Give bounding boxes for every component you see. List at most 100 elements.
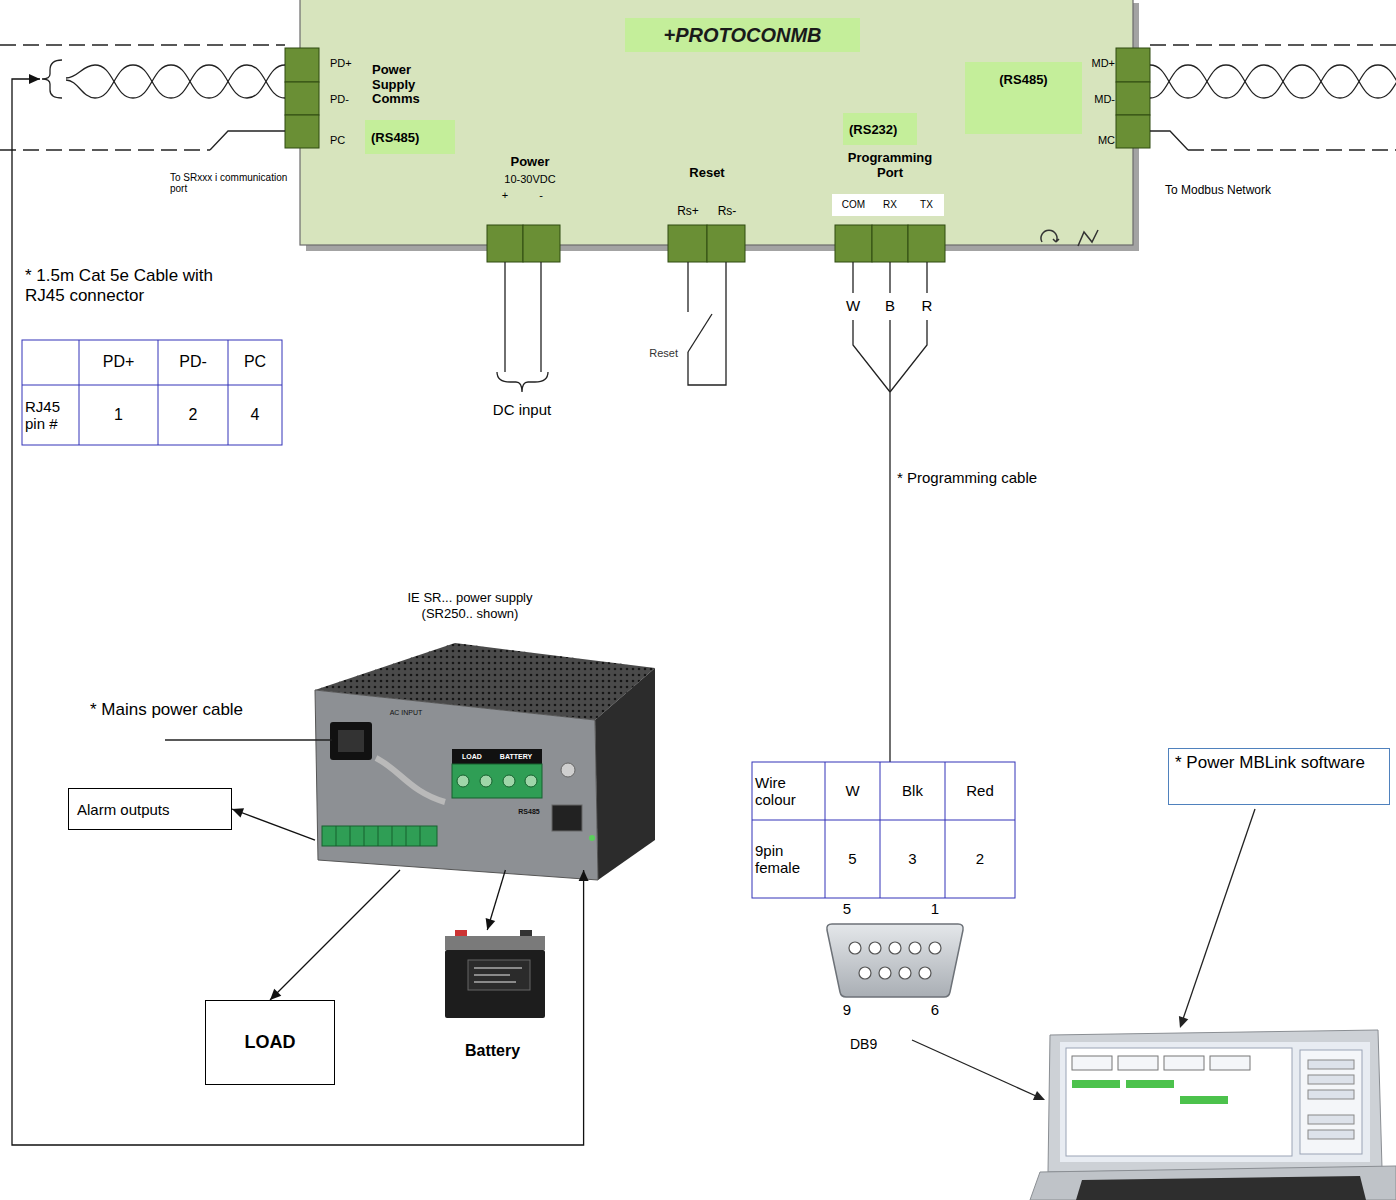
- panel-marking: AC INPUT: [380, 708, 432, 719]
- terminal-block: [285, 48, 319, 82]
- cable-note: To SRxxx i communication port: [170, 168, 292, 198]
- terminal-block: [1116, 115, 1150, 148]
- pin-name: MD+: [1083, 54, 1115, 72]
- interface-highlight: (RS232): [843, 113, 917, 145]
- terminal-block: [523, 225, 560, 262]
- table-cell: 3: [880, 820, 945, 898]
- converter-housing: [300, 0, 1133, 245]
- db9-pin: [879, 967, 891, 979]
- pin-name: MD-: [1083, 90, 1115, 108]
- panel-marking: LOAD: [454, 751, 490, 763]
- twisted-wire: [1150, 65, 1396, 98]
- panel-marking: BATTERY: [492, 751, 540, 763]
- terminal-divider: [336, 826, 420, 846]
- cable-shield: [1188, 149, 1396, 150]
- table-cell: PC: [228, 340, 282, 385]
- cable-shield: [0, 149, 210, 150]
- pin-name: COM: [835, 196, 872, 214]
- pin-name: PC: [330, 131, 366, 149]
- terminal-block: [1116, 48, 1150, 82]
- pin-name: PD-: [330, 90, 366, 108]
- table-border: [752, 762, 1015, 898]
- arrow-head: [232, 808, 244, 817]
- terminal-screw: [480, 775, 492, 787]
- connector: [486, 870, 506, 930]
- terminal-note: DC input: [472, 400, 572, 420]
- table-grid: [752, 762, 1015, 898]
- db9-pin: [869, 942, 881, 954]
- table-cell: 9pin female: [755, 820, 825, 898]
- status-bar: [1180, 1096, 1228, 1104]
- db9-pin: [859, 967, 871, 979]
- common-wire: [210, 131, 285, 150]
- output-terminals: [452, 764, 542, 798]
- box-text: LOAD: [245, 1032, 296, 1053]
- battery-terminal: [520, 930, 532, 937]
- wire-colour: R: [918, 296, 936, 316]
- battery-sticker: [468, 960, 530, 990]
- app-panel: [1300, 1050, 1362, 1154]
- sticker-print: [474, 968, 522, 982]
- db9-pin: [929, 942, 941, 954]
- app-field: [1072, 1056, 1112, 1070]
- terminal-block: [1116, 82, 1150, 115]
- panel-marking: RS485: [508, 806, 550, 818]
- table-cell: Red: [945, 762, 1015, 820]
- leader-line: [165, 739, 332, 740]
- load-box: LOAD: [205, 1000, 335, 1085]
- device-title: +PROTOCONMB: [625, 18, 860, 52]
- connector: [12, 74, 589, 1145]
- db9-pin: [909, 942, 921, 954]
- connector-line: [270, 870, 400, 1000]
- port-title: Power: [490, 153, 570, 171]
- polarity-mark: -: [534, 188, 548, 202]
- interface-tag: (RS232): [849, 122, 897, 137]
- reset-wire: [688, 262, 726, 385]
- ac-inlet: [338, 730, 364, 752]
- part-name: Battery: [420, 1042, 565, 1060]
- arrow-head: [1179, 1016, 1188, 1028]
- table-cell: W: [825, 762, 880, 820]
- programming-wire: [852, 262, 853, 293]
- terminal-block: [835, 225, 872, 262]
- wire-colour: B: [881, 296, 899, 316]
- pin-name: Rs+: [668, 203, 708, 221]
- app-button: [1308, 1130, 1354, 1139]
- pin-name: MC: [1083, 131, 1115, 149]
- interface-tag: (RS485): [999, 72, 1047, 87]
- port-title: Programming Port: [838, 148, 942, 184]
- arrow-head: [270, 989, 281, 1000]
- cable-note: To Modbus Network: [1165, 182, 1335, 200]
- battery: Battery: [440, 930, 545, 1020]
- terminal-block: [872, 225, 908, 262]
- db9-pin: [849, 942, 861, 954]
- table-cell: 4: [228, 385, 282, 445]
- rj45-socket: [552, 805, 582, 831]
- pin-name: RX: [872, 196, 908, 214]
- laptop-keyboard: [1076, 1176, 1366, 1200]
- alarm-terminals: [322, 826, 437, 846]
- port-title: Power Supply Comms: [372, 58, 444, 112]
- box-text: Alarm outputs: [77, 801, 170, 818]
- programming-cable: [889, 392, 890, 762]
- callout-text: * Power MBLink software: [1175, 753, 1383, 773]
- terminal-block: [285, 115, 319, 148]
- app-field: [1118, 1056, 1158, 1070]
- port-title: Reset: [672, 164, 742, 182]
- pin-name: TX: [908, 196, 945, 214]
- arrow-head: [1033, 1091, 1045, 1100]
- pin-number: 5: [838, 899, 856, 919]
- app-field: [1210, 1056, 1250, 1070]
- cable-note: * 1.5m Cat 5e Cable with RJ45 connector: [25, 262, 215, 310]
- polarity-mark: +: [498, 188, 512, 202]
- app-button: [1308, 1090, 1354, 1099]
- terminal-block: [908, 225, 945, 262]
- programming-wire: [890, 320, 927, 392]
- connector-line: [232, 809, 315, 840]
- table-cell: 2: [945, 820, 1015, 898]
- pin-name: PD+: [330, 54, 366, 72]
- terminal-block: [285, 82, 319, 115]
- battery-top: [445, 936, 545, 950]
- leader-line: [1183, 809, 1255, 1019]
- terminal-block: [707, 225, 745, 262]
